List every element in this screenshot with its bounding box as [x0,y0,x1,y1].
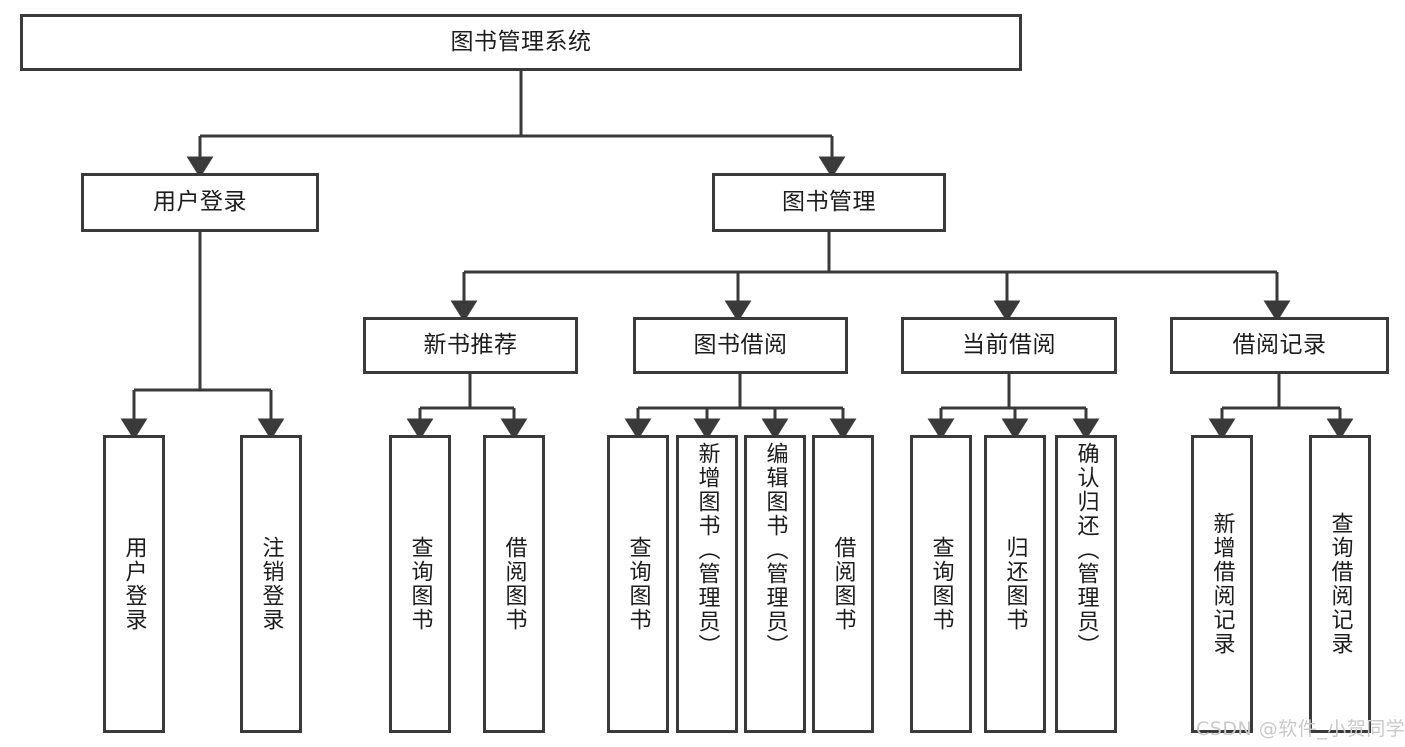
node-label-leaf-query-book-borrow: 查询图书 [625,536,651,632]
node-leaf-logout-login[interactable]: 注销登录 [240,435,302,733]
csdn-watermark: CSDN @软件_小贺同学 [1196,718,1405,740]
node-label-leaf-edit-book-admin: 编辑图书（管理员） [762,442,788,658]
node-new-book-recommend[interactable]: 新书推荐 [363,317,578,374]
node-book-management[interactable]: 图书管理 [712,173,946,232]
node-label-book-borrow: 图书借阅 [693,331,788,358]
node-label-leaf-add-borrow-record: 新增借阅记录 [1209,512,1235,656]
node-label-leaf-user-login: 用户登录 [121,536,147,632]
node-label-leaf-logout-login: 注销登录 [258,536,284,632]
node-current-borrow[interactable]: 当前借阅 [901,317,1117,374]
node-leaf-query-borrow-record[interactable]: 查询借阅记录 [1309,435,1371,733]
node-label-leaf-query-book-new: 查询图书 [407,536,433,632]
node-leaf-query-book-current[interactable]: 查询图书 [910,435,972,733]
node-label-borrow-record: 借阅记录 [1232,331,1327,358]
node-label-leaf-query-borrow-record: 查询借阅记录 [1327,512,1353,656]
node-label-leaf-return-book: 归还图书 [1002,536,1028,632]
edges-book-borrow-to-leaves [624,374,857,440]
node-leaf-borrow-book[interactable]: 借阅图书 [812,435,874,733]
node-label-leaf-borrow-book: 借阅图书 [830,536,856,632]
edges-new-book-recommend-to-leaves [406,374,528,440]
node-label-leaf-confirm-return-admin: 确认归还（管理员） [1073,442,1099,658]
node-user-login[interactable]: 用户登录 [81,173,319,232]
edges-book-management-to-level3 [450,232,1291,322]
edges-root-to-level2 [186,71,846,178]
node-label-user-login: 用户登录 [153,188,247,215]
edges-borrow-record-to-leaves [1208,374,1354,440]
node-borrow-record[interactable]: 借阅记录 [1170,317,1389,374]
node-label-root-system: 图书管理系统 [450,28,592,55]
node-leaf-query-book-new[interactable]: 查询图书 [389,435,451,733]
node-label-leaf-query-book-current: 查询图书 [928,536,954,632]
node-label-book-management: 图书管理 [782,188,876,215]
node-leaf-edit-book-admin[interactable]: 编辑图书（管理员） [744,435,806,733]
node-leaf-user-login[interactable]: 用户登录 [103,435,165,733]
edges-user-login-to-leaves [120,232,285,440]
node-leaf-add-book-admin[interactable]: 新增图书（管理员） [676,435,738,733]
node-leaf-return-book[interactable]: 归还图书 [984,435,1046,733]
node-root-system[interactable]: 图书管理系统 [20,14,1022,71]
node-leaf-add-borrow-record[interactable]: 新增借阅记录 [1191,435,1253,733]
node-leaf-confirm-return-admin[interactable]: 确认归还（管理员） [1055,435,1117,733]
node-label-leaf-borrow-book-new: 借阅图书 [501,536,527,632]
node-label-leaf-add-book-admin: 新增图书（管理员） [694,442,720,658]
node-leaf-borrow-book-new[interactable]: 借阅图书 [483,435,545,733]
node-label-current-borrow: 当前借阅 [962,331,1056,358]
node-label-new-book-recommend: 新书推荐 [423,331,518,358]
edges-current-borrow-to-leaves [927,374,1100,440]
node-book-borrow[interactable]: 图书借阅 [633,317,848,374]
node-leaf-query-book-borrow[interactable]: 查询图书 [607,435,669,733]
